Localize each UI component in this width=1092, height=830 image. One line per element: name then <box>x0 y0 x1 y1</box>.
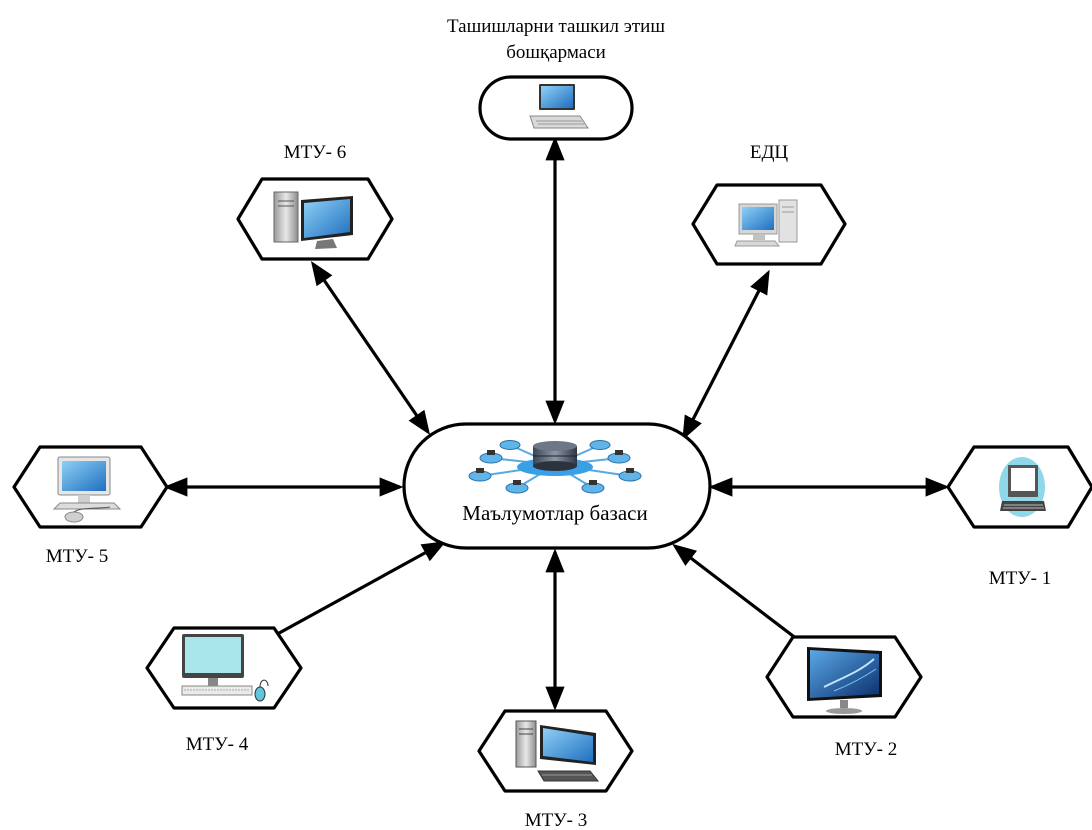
desktop-computer-icon <box>529 84 589 129</box>
node-mtu2-label: МТУ- 2 <box>835 739 898 760</box>
node-mtu1-label: МТУ- 1 <box>989 568 1052 589</box>
connector-edc <box>682 269 770 441</box>
node-mtu3: МТУ- 3 <box>477 709 634 830</box>
database-hub: Маълумотлар базаси <box>402 422 712 550</box>
desktop-computer-icon <box>515 720 600 782</box>
desktop-computer-icon <box>181 634 269 702</box>
node-mtu2: МТУ- 2 <box>765 635 923 760</box>
connector-mtu6 <box>310 261 431 435</box>
node-mtu4-label: МТУ- 4 <box>186 734 249 755</box>
monitor-icon <box>807 647 882 714</box>
desktop-computer-icon <box>734 199 798 247</box>
hub-shape <box>402 422 712 550</box>
desktop-computer-icon <box>273 191 353 249</box>
node-edc-label: ЕДЦ <box>750 142 789 163</box>
database-network-icon <box>468 440 642 494</box>
hub-label: Маълумотлар базаси <box>462 501 647 525</box>
node-edc: ЕДЦ <box>691 142 847 266</box>
node-mtu4: МТУ- 4 <box>145 626 303 755</box>
node-mtu5: МТУ- 5 <box>12 445 169 567</box>
node-top-label-line1: Ташишларни ташкил этиш <box>447 16 665 37</box>
node-mtu5-label: МТУ- 5 <box>46 546 109 567</box>
node-mtu1: МТУ- 1 <box>946 445 1092 589</box>
node-top: Ташишларни ташкил этиш бошқармаси <box>447 16 665 141</box>
desktop-computer-icon <box>997 457 1049 519</box>
node-mtu6-label: МТУ- 6 <box>284 142 347 163</box>
node-mtu6: МТУ- 6 <box>236 142 394 261</box>
node-top-label-line2: бошқармаси <box>506 42 606 63</box>
node-mtu3-label: МТУ- 3 <box>525 810 588 830</box>
desktop-computer-icon <box>52 456 122 523</box>
